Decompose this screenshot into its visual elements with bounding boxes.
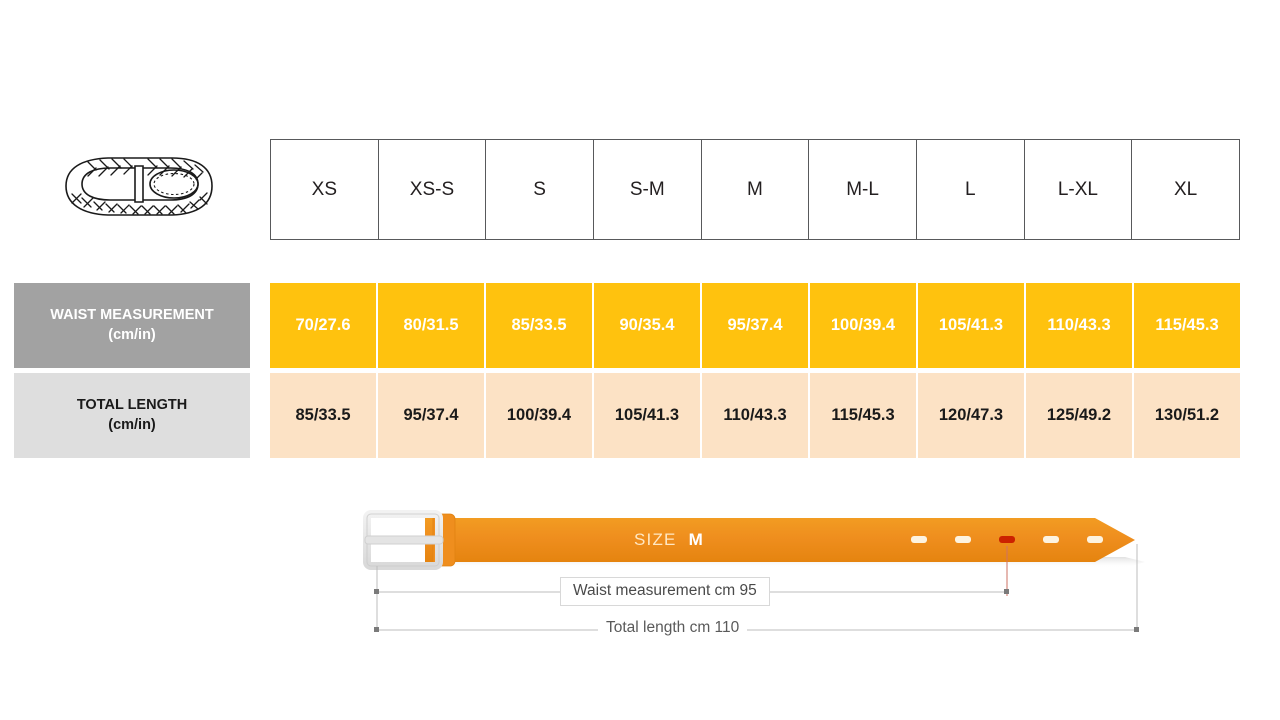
length-cell-m: 110/43.3 bbox=[702, 373, 808, 458]
size-header-cell-m: M bbox=[700, 139, 810, 240]
size-header-cell-s: S bbox=[485, 139, 594, 240]
total-length-row: TOTAL LENGTH (cm/in) 85/33.5 95/37.4 100… bbox=[14, 373, 1240, 458]
length-cell-xs: 85/33.5 bbox=[270, 373, 376, 458]
waist-cell-s-m: 90/35.4 bbox=[594, 283, 700, 368]
belt-size-prefix: SIZE bbox=[634, 530, 677, 549]
size-header-cell-s-m: S-M bbox=[592, 139, 702, 240]
total-length-value-cells: 85/33.5 95/37.4 100/39.4 105/41.3 110/43… bbox=[270, 373, 1240, 458]
total-length-label-unit: (cm/in) bbox=[108, 416, 156, 433]
waist-cell-xs-s: 80/31.5 bbox=[378, 283, 484, 368]
waist-dimension-label: Waist measurement cm 95 bbox=[560, 577, 770, 606]
length-cell-m-l: 115/45.3 bbox=[810, 373, 916, 458]
length-cell-s-m: 105/41.3 bbox=[594, 373, 700, 458]
size-header-cell-xl: XL bbox=[1131, 139, 1240, 240]
belt-hole-1 bbox=[955, 536, 971, 543]
belt-size-value: M bbox=[688, 530, 704, 549]
size-header-row: XS XS-S S S-M M M-L L L-XL XL bbox=[270, 139, 1240, 240]
belt-hole-3 bbox=[1043, 536, 1059, 543]
belt-holes bbox=[911, 536, 1103, 543]
size-header-cell-m-l: M-L bbox=[808, 139, 917, 240]
waist-cell-xl: 115/45.3 bbox=[1134, 283, 1240, 368]
length-cell-xl: 130/51.2 bbox=[1134, 373, 1240, 458]
length-cell-s: 100/39.4 bbox=[486, 373, 592, 458]
total-length-dimension-line bbox=[374, 627, 1139, 632]
belt-hole-0 bbox=[911, 536, 927, 543]
waist-cell-l: 105/41.3 bbox=[918, 283, 1024, 368]
size-header-cell-xs: XS bbox=[270, 139, 379, 240]
size-header-table: XS XS-S S S-M M M-L L L-XL XL bbox=[270, 139, 1240, 240]
waist-cell-l-xl: 110/43.3 bbox=[1026, 283, 1132, 368]
waist-measurement-label: WAIST MEASUREMENT (cm/in) bbox=[14, 283, 250, 368]
waist-measurement-row: WAIST MEASUREMENT (cm/in) 70/27.6 80/31.… bbox=[14, 283, 1240, 368]
length-cell-l: 120/47.3 bbox=[918, 373, 1024, 458]
belt-size-stamp: SIZE M bbox=[634, 530, 704, 550]
waist-cell-s: 85/33.5 bbox=[486, 283, 592, 368]
total-length-label-text: TOTAL LENGTH bbox=[76, 396, 188, 413]
waist-label-text: WAIST MEASUREMENT bbox=[50, 306, 214, 323]
total-length-dimension-label: Total length cm 110 bbox=[598, 619, 748, 637]
size-header-cell-xs-s: XS-S bbox=[377, 139, 487, 240]
size-header-cell-l-xl: L-XL bbox=[1023, 139, 1133, 240]
belt-hole-4 bbox=[1087, 536, 1103, 543]
waist-cell-xs: 70/27.6 bbox=[270, 283, 376, 368]
waist-value-cells: 70/27.6 80/31.5 85/33.5 90/35.4 95/37.4 … bbox=[270, 283, 1240, 368]
belt-buckle-prong bbox=[364, 535, 444, 545]
belt-measurement-diagram bbox=[355, 500, 1155, 650]
belt-hole-active bbox=[999, 536, 1015, 543]
waist-cell-m-l: 100/39.4 bbox=[810, 283, 916, 368]
belt-strap bbox=[425, 518, 1135, 562]
size-header-cell-l: L bbox=[915, 139, 1025, 240]
length-cell-xs-s: 95/37.4 bbox=[378, 373, 484, 458]
waist-label-unit: (cm/in) bbox=[108, 326, 156, 343]
total-length-label: TOTAL LENGTH (cm/in) bbox=[14, 373, 250, 458]
length-cell-l-xl: 125/49.2 bbox=[1026, 373, 1132, 458]
braided-belt-icon bbox=[52, 142, 220, 238]
waist-cell-m: 95/37.4 bbox=[702, 283, 808, 368]
